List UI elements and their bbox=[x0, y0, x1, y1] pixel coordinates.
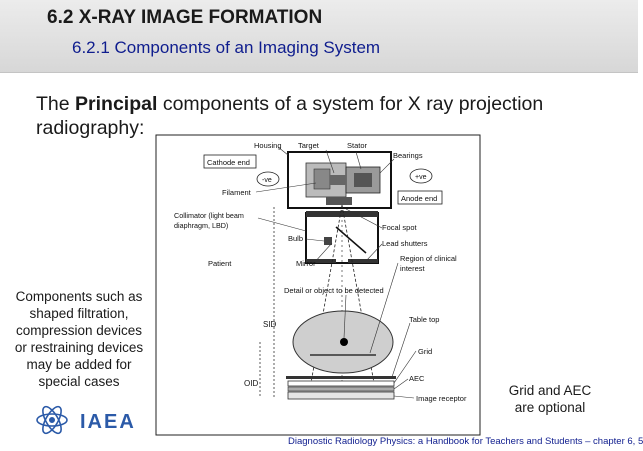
lead-shutter-left bbox=[306, 259, 336, 263]
cathode-end-box bbox=[203, 154, 257, 169]
note-left-line: shaped filtration, bbox=[29, 306, 129, 321]
note-left-line: may be added for bbox=[26, 357, 132, 372]
label-aec: AEC bbox=[409, 374, 425, 383]
label-target: Target bbox=[298, 141, 320, 150]
label-region-line2: interest bbox=[400, 264, 426, 273]
leader-target bbox=[325, 149, 335, 174]
label-mirror: Mirror bbox=[296, 259, 316, 268]
leader-detail bbox=[343, 294, 347, 339]
label-image-receptor: Image receptor bbox=[416, 394, 467, 403]
leader-aec bbox=[393, 378, 409, 390]
note-left-line: Components such as bbox=[15, 289, 143, 304]
label-grid: Grid bbox=[418, 347, 432, 356]
note-left-line: special cases bbox=[38, 374, 120, 389]
label-collimator-line1: Collimator (light beam bbox=[174, 211, 244, 220]
label-stator: Stator bbox=[347, 141, 368, 150]
note-optional-components: Components such as shaped filtration, co… bbox=[0, 288, 158, 390]
cathode-block bbox=[313, 168, 331, 190]
collimator-top-plate bbox=[306, 211, 378, 217]
anode-target bbox=[330, 175, 346, 185]
label-table-top: Table top bbox=[409, 315, 439, 324]
leader-region bbox=[369, 262, 399, 354]
label-lead-shutters: Lead shutters bbox=[382, 239, 428, 248]
label-filament: Filament bbox=[222, 188, 252, 197]
header-band bbox=[0, 0, 638, 73]
label-sid: SID bbox=[263, 320, 277, 329]
leader-grid bbox=[393, 350, 417, 384]
negative-terminal bbox=[256, 171, 280, 187]
leader-bearings bbox=[379, 158, 395, 174]
rotor bbox=[354, 173, 372, 187]
leader-table-top bbox=[391, 322, 411, 378]
label-negative: -ve bbox=[262, 177, 272, 184]
iaea-logo: IAEA bbox=[36, 405, 136, 435]
label-cathode-end: Cathode end bbox=[207, 158, 250, 167]
logo-text: IAEA bbox=[80, 411, 136, 433]
leader-mirror bbox=[313, 242, 333, 264]
leader-lead-shutters bbox=[365, 243, 383, 262]
label-bulb: Bulb bbox=[288, 234, 303, 243]
aec-shape bbox=[287, 386, 395, 392]
note-right-line: Grid and AEC bbox=[508, 383, 592, 398]
receptor-shape bbox=[287, 391, 395, 400]
label-anode-end: Anode end bbox=[401, 194, 437, 203]
label-detail: Detail or object to be detected bbox=[284, 286, 384, 295]
label-region-line1: Region of clinical bbox=[400, 254, 457, 263]
imaging-system-diagram: Housing Target Stator Bearings Cathode e… bbox=[155, 134, 481, 436]
leader-stator bbox=[355, 151, 362, 170]
label-focal-spot: Focal spot bbox=[382, 223, 418, 232]
table-top-shape bbox=[286, 376, 396, 379]
bulb-shape bbox=[324, 237, 332, 245]
label-patient: Patient bbox=[208, 259, 232, 268]
note-grid-aec: Grid and AEC are optional bbox=[498, 382, 602, 416]
slide-subtitle: 6.2.1 Components of an Imaging System bbox=[72, 38, 381, 57]
intro-text: The Principal components of a system for… bbox=[36, 92, 606, 140]
leader-focal-spot bbox=[345, 208, 383, 229]
mirror-line bbox=[335, 226, 367, 254]
tube-window bbox=[326, 197, 352, 205]
footer-citation: Diagnostic Radiology Physics: a Handbook… bbox=[288, 436, 643, 447]
slide-title: 6.2 X-RAY IMAGE FORMATION bbox=[47, 7, 323, 28]
note-left-line: or restraining devices bbox=[14, 340, 144, 355]
leader-collimator bbox=[257, 217, 307, 232]
atom-icon bbox=[36, 405, 68, 435]
detail-object bbox=[340, 338, 348, 346]
intro-prefix: The bbox=[36, 93, 76, 115]
intro-rest: components of a system for X ray project… bbox=[36, 93, 544, 139]
anode-end-box bbox=[397, 190, 443, 205]
lead-shutter-right bbox=[348, 259, 378, 263]
note-right-line: are optional bbox=[514, 400, 586, 415]
leader-receptor bbox=[393, 395, 415, 399]
label-oid: OID bbox=[244, 379, 258, 388]
label-bearings: Bearings bbox=[393, 151, 423, 160]
leader-filament bbox=[255, 182, 317, 193]
positive-terminal bbox=[409, 168, 433, 184]
leader-bulb bbox=[305, 238, 325, 242]
label-positive: +ve bbox=[415, 174, 427, 181]
intro-bold: Principal bbox=[75, 93, 158, 115]
label-collimator-line2: diaphragm, LBD) bbox=[174, 221, 228, 230]
leader-housing bbox=[277, 146, 289, 156]
label-housing: Housing bbox=[254, 141, 282, 150]
note-left-line: compression devices bbox=[15, 323, 143, 338]
grid-shape bbox=[287, 380, 395, 387]
